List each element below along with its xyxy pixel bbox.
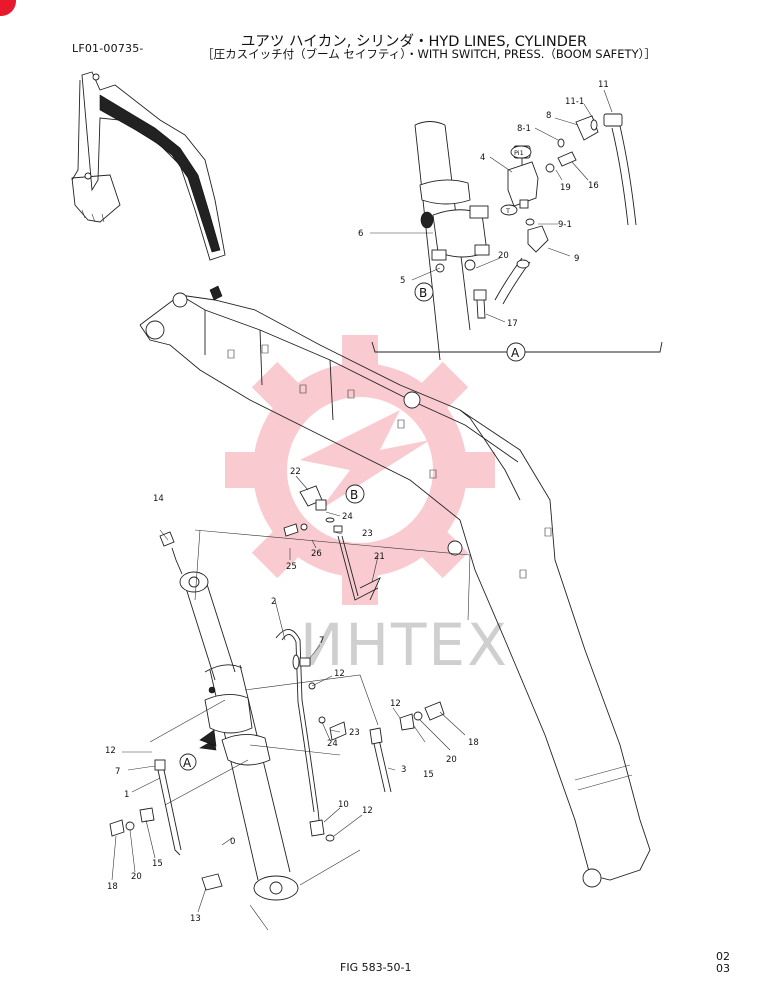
- switch-mark-label: Pi1: [514, 149, 524, 157]
- part-label-10: 10: [338, 800, 349, 810]
- part-label-24b: 24: [327, 739, 338, 749]
- page-subtitle: ［圧カスイッチ付（ブーム セイフティ）・WITH SWITCH, PRESS.（…: [202, 47, 656, 61]
- part-label-11: 11: [598, 80, 609, 90]
- part-label-9-1: 9-1: [558, 220, 572, 230]
- detail-a-label: A: [511, 346, 520, 360]
- part-label-6: 6: [358, 229, 363, 239]
- detail-b-label: B: [350, 488, 358, 502]
- boom-assembly: [139, 285, 651, 888]
- part-label-26: 26: [311, 549, 322, 559]
- part-label-13: 13: [190, 914, 201, 924]
- page-code-top: 02: [716, 950, 730, 963]
- part-label-24a: 24: [342, 512, 353, 522]
- part-label-23b: 23: [349, 728, 360, 738]
- part-number-labels: 11 11-1 8 8-1 4 19 16 9-1 9 20 5 6 17 22…: [105, 80, 609, 924]
- part-label-21: 21: [374, 552, 385, 562]
- watermark-text: ИНТЕХ: [300, 611, 509, 679]
- part-label-11-1: 11-1: [565, 97, 584, 107]
- part-label-7: 7: [115, 767, 120, 777]
- part-label-15a: 15: [152, 859, 163, 869]
- part-label-18b: 18: [468, 738, 479, 748]
- part-label-23a: 23: [362, 529, 373, 539]
- figure-number: FIG 583-50-1: [340, 961, 412, 974]
- detail-b-parts: B: [283, 475, 381, 601]
- part-label-4: 4: [480, 153, 485, 163]
- part-label-3: 3: [401, 765, 406, 775]
- t-mark-label: T: [505, 207, 510, 215]
- part-label-20b: 20: [131, 872, 142, 882]
- page-code-bottom: 03: [716, 962, 730, 975]
- part-label-16: 16: [588, 181, 599, 191]
- part-label-20c: 20: [446, 755, 457, 765]
- detail-b-marker: B: [419, 286, 427, 300]
- part-label-22: 22: [290, 467, 301, 477]
- part-label-5: 5: [400, 276, 405, 286]
- part-label-17: 17: [507, 319, 518, 329]
- part-label-20a: 20: [498, 251, 509, 261]
- excavator-thumbnail: [71, 71, 226, 261]
- part-label-12d: 12: [105, 746, 116, 756]
- part-label-12b: 12: [390, 699, 401, 709]
- detail-view-a: Pi1 T A B: [370, 89, 663, 362]
- part-label-2: 2: [271, 597, 276, 607]
- part-label-19: 19: [560, 183, 571, 193]
- detail-a-marker: A: [183, 756, 192, 770]
- part-label-1: 1: [124, 790, 129, 800]
- document-code: LF01-00735-: [72, 42, 144, 55]
- part-label-18a: 18: [107, 882, 118, 892]
- part-label-12a: 12: [334, 669, 345, 679]
- part-label-14: 14: [153, 494, 164, 504]
- part-label-0: 0: [230, 837, 235, 847]
- part-label-8-1: 8-1: [517, 124, 531, 134]
- part-label-12c: 12: [362, 806, 373, 816]
- part-label-15b: 15: [423, 770, 434, 780]
- part-label-25: 25: [286, 562, 297, 572]
- watermark-logo: [225, 335, 495, 605]
- boom-cylinder: A: [109, 529, 471, 931]
- part-label-7b: 7: [319, 636, 324, 646]
- part-label-9: 9: [574, 254, 579, 264]
- page-title: ユアツ ハイカン, シリンダ・HYD LINES, CYLINDER: [240, 34, 588, 50]
- part-label-8: 8: [546, 111, 551, 121]
